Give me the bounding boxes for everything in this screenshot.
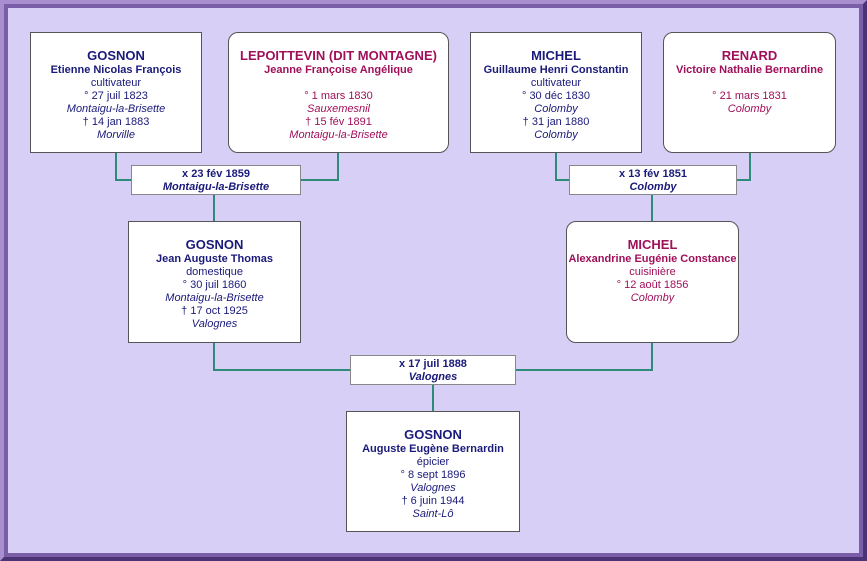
- birth-place: Sauxemesnil: [307, 103, 370, 115]
- connector-p4-m2: [736, 152, 751, 181]
- death-place: Montaigu-la-Brisette: [289, 129, 388, 141]
- given-names: Jean Auguste Thomas: [156, 253, 273, 265]
- given-names: Guillaume Henri Constantin: [483, 64, 629, 76]
- surname: MICHEL: [531, 48, 581, 63]
- occupation: épicier: [416, 456, 450, 468]
- death-date: † 31 jan 1880: [522, 116, 590, 128]
- marriage-box-1888[interactable]: x 17 juil 1888 Valognes: [350, 355, 516, 385]
- birth-place: Colomby: [534, 103, 578, 115]
- occupation: cultivateur: [530, 77, 582, 89]
- surname: MICHEL: [627, 237, 678, 252]
- occupation: cultivateur: [90, 77, 142, 89]
- birth-date: ° 8 sept 1896: [400, 469, 466, 481]
- connector-p6-m3: [515, 342, 653, 371]
- surname: GOSNON: [87, 48, 145, 63]
- death-date: † 15 fév 1891: [305, 116, 372, 128]
- person-card-gosnon-etienne[interactable]: GOSNON Etienne Nicolas François cultivat…: [30, 32, 202, 153]
- connector-p1-m1: [115, 152, 132, 181]
- birth-date: ° 27 juil 1823: [84, 90, 148, 102]
- connector-p5-m3: [213, 342, 351, 371]
- given-names: Auguste Eugène Bernardin: [362, 443, 504, 455]
- birth-place: Montaigu-la-Brisette: [165, 292, 264, 304]
- birth-date: ° 12 août 1856: [616, 279, 689, 291]
- marriage-date: x 17 juil 1888: [399, 358, 467, 370]
- birth-place: Valognes: [410, 482, 456, 494]
- marriage-date: x 23 fév 1859: [182, 168, 250, 180]
- birth-date: ° 1 mars 1830: [304, 90, 373, 102]
- marriage-place: Valognes: [408, 371, 458, 383]
- connector-p3-m2: [555, 152, 570, 181]
- person-card-renard-victoire[interactable]: RENARD Victoire Nathalie Bernardine ° 21…: [663, 32, 836, 153]
- birth-date: ° 30 juil 1860: [182, 279, 247, 291]
- occupation: domestique: [186, 266, 243, 278]
- person-card-lepoittevin-jeanne[interactable]: LEPOITTEVIN (DIT MONTAGNE) Jeanne Franço…: [228, 32, 449, 153]
- spacer: [664, 77, 835, 90]
- death-date: † 14 jan 1883: [82, 116, 150, 128]
- marriage-place: Montaigu-la-Brisette: [162, 181, 270, 193]
- surname: LEPOITTEVIN (DIT MONTAGNE): [240, 48, 437, 63]
- marriage-place: Colomby: [629, 181, 677, 193]
- birth-place: Montaigu-la-Brisette: [66, 103, 166, 115]
- surname: RENARD: [721, 48, 778, 63]
- birth-date: ° 30 déc 1830: [521, 90, 590, 102]
- person-card-gosnon-jean[interactable]: GOSNON Jean Auguste Thomas domestique ° …: [128, 221, 301, 343]
- death-date: † 17 oct 1925: [181, 305, 248, 317]
- given-names: Alexandrine Eugénie Constance: [568, 253, 737, 265]
- person-card-gosnon-auguste[interactable]: GOSNON Auguste Eugène Bernardin épicier …: [346, 411, 520, 532]
- occupation: cuisinière: [629, 266, 676, 278]
- surname: GOSNON: [185, 237, 244, 252]
- birth-date: ° 21 mars 1831: [712, 90, 787, 102]
- death-place: Morville: [97, 129, 135, 141]
- marriage-date: x 13 fév 1851: [619, 168, 687, 180]
- spacer: [229, 77, 448, 90]
- birth-place: Colomby: [727, 103, 772, 115]
- surname: GOSNON: [404, 427, 462, 442]
- given-names: Jeanne Françoise Angélique: [264, 64, 413, 76]
- death-place: Valognes: [191, 318, 238, 330]
- marriage-box-1859[interactable]: x 23 fév 1859 Montaigu-la-Brisette: [131, 165, 301, 195]
- person-card-michel-guillaume[interactable]: MICHEL Guillaume Henri Constantin cultiv…: [470, 32, 642, 153]
- connector-p2-m1: [300, 152, 339, 181]
- birth-place: Colomby: [630, 292, 675, 304]
- marriage-box-1851[interactable]: x 13 fév 1851 Colomby: [569, 165, 737, 195]
- given-names: Victoire Nathalie Bernardine: [675, 64, 824, 76]
- given-names: Etienne Nicolas François: [50, 64, 182, 76]
- death-date: † 6 juin 1944: [401, 495, 465, 507]
- death-place: Saint-Lô: [412, 508, 454, 520]
- death-place: Colomby: [534, 129, 578, 141]
- person-card-michel-alexandrine[interactable]: MICHEL Alexandrine Eugénie Constance cui…: [566, 221, 739, 343]
